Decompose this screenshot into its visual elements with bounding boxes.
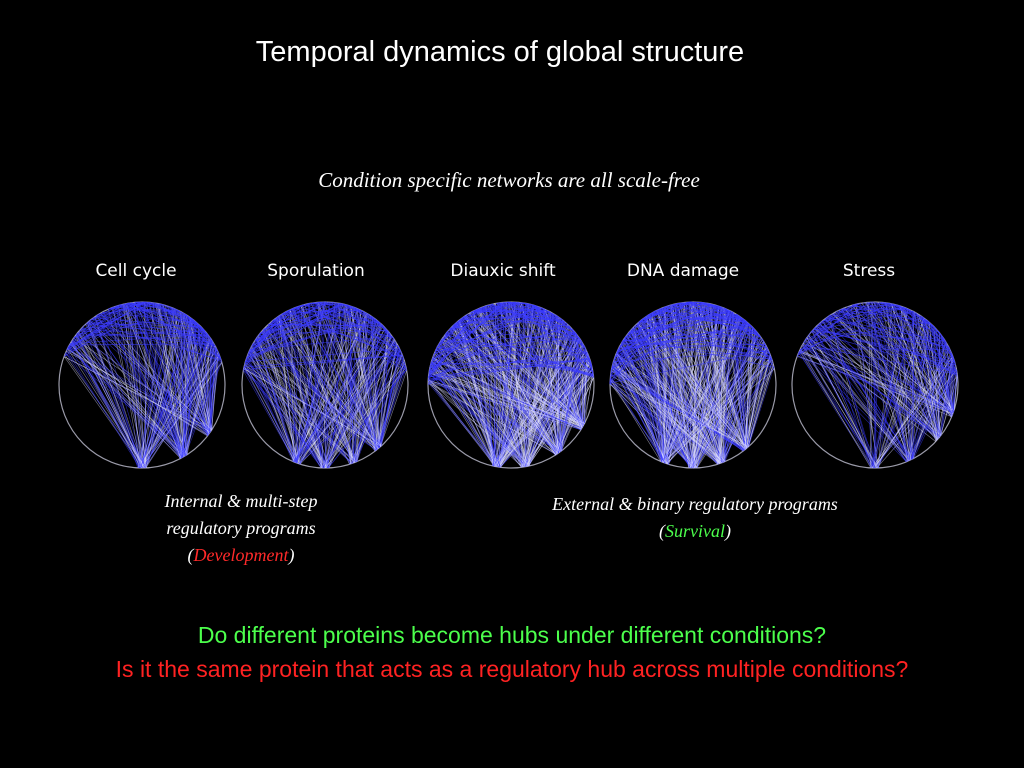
caption-external-programs: External & binary regulatory programs (S… [480, 491, 910, 545]
network-graph-svg [427, 301, 595, 469]
network-diagram-sporulation [237, 300, 413, 470]
network-diagram-dna-damage [605, 300, 781, 470]
network-graph-svg [58, 301, 226, 469]
caption-internal-line1: Internal & multi-step [164, 491, 318, 511]
network-label-sporulation: Sporulation [267, 261, 365, 281]
network-diagram-diauxic-shift [423, 300, 599, 470]
network-edges [63, 301, 223, 469]
network-edges [243, 301, 407, 469]
slide-title: Temporal dynamics of global structure [255, 36, 745, 68]
caption-external-line2: (Survival) [480, 518, 910, 545]
caption-external-line1: External & binary regulatory programs [552, 494, 838, 514]
caption-internal-programs: Internal & multi-step regulatory program… [118, 488, 364, 569]
slide-subtitle: Condition specific networks are all scal… [318, 168, 700, 192]
paren-close: ) [725, 521, 731, 541]
keyword-survival: Survival [665, 521, 725, 541]
network-graph-svg [791, 301, 959, 469]
network-edges [609, 301, 775, 469]
network-edges [796, 301, 958, 469]
question-same-protein-hub: Is it the same protein that acts as a re… [115, 656, 909, 682]
network-edges [427, 301, 595, 468]
network-diagram-stress [787, 300, 963, 470]
caption-internal-line3: (Development) [118, 542, 364, 569]
network-label-dna-damage: DNA damage [626, 261, 740, 281]
caption-internal-line2: regulatory programs [166, 518, 316, 538]
network-label-cell-cycle: Cell cycle [95, 261, 177, 281]
network-diagram-cell-cycle [54, 300, 230, 470]
question-hubs-different-conditions: Do different proteins become hubs under … [197, 622, 827, 648]
network-label-diauxic-shift: Diauxic shift [450, 261, 556, 281]
network-label-stress: Stress [842, 261, 896, 281]
network-graph-svg [609, 301, 777, 469]
paren-open: ( [659, 521, 665, 541]
network-graph-svg [241, 301, 409, 469]
paren-close: ) [288, 545, 295, 565]
keyword-development: Development [193, 545, 289, 565]
paren-open: ( [187, 545, 194, 565]
